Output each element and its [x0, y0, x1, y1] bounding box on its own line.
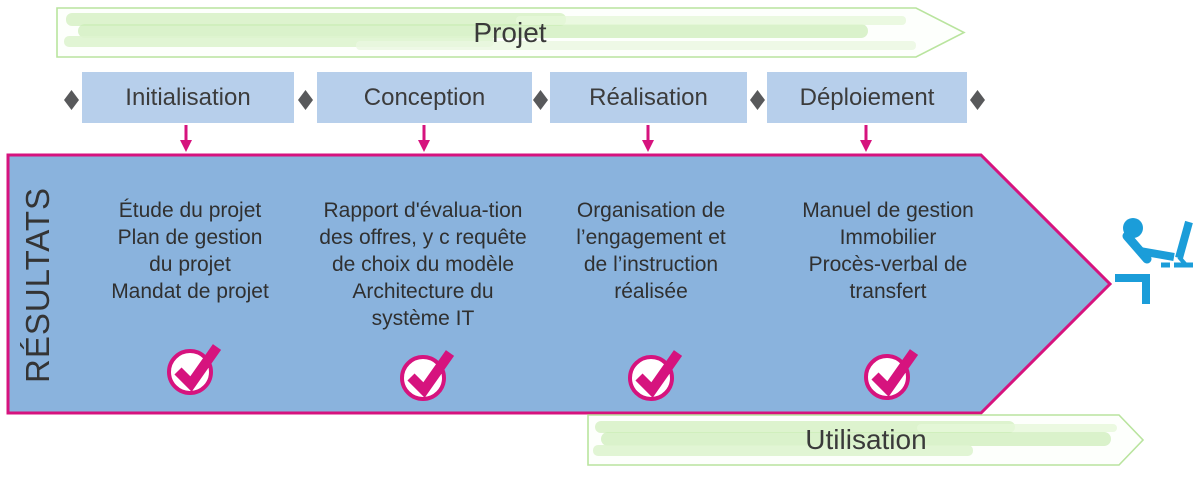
result-line: Organisation de [576, 199, 726, 222]
result-line: Mandat de projet [111, 280, 269, 303]
results-column-realisation: Organisation de l’engagement et de l’ins… [543, 197, 759, 305]
results-column-conception: Rapport d'évalua-tion des offres, y c re… [293, 197, 553, 332]
brush-texture [64, 13, 916, 50]
down-arrow-icon [860, 125, 872, 152]
results-column-initialisation: Étude du projet Plan de gestion du proje… [80, 197, 300, 305]
result-line: système IT [371, 307, 475, 330]
down-arrow-icon [418, 125, 430, 152]
result-line: de l’instruction [583, 253, 719, 276]
result-line: de choix du modèle [331, 253, 515, 276]
check-icon [864, 349, 919, 400]
phase-label: Initialisation [125, 83, 251, 111]
result-line: du projet [149, 253, 231, 276]
result-line: réalisée [614, 280, 688, 303]
diamond-icon [64, 90, 79, 110]
phase-box-conception: Conception [317, 72, 532, 123]
phase-label: Conception [363, 83, 486, 111]
result-line: Architecture du [352, 280, 494, 303]
diamond-icon [298, 90, 313, 110]
result-line: Procès-verbal de [808, 253, 968, 276]
diamond-icon [750, 90, 765, 110]
person-at-computer-icon [1115, 218, 1193, 304]
phase-label: Déploiement [799, 83, 935, 111]
result-line: des offres, y c requête [319, 226, 527, 249]
diamond-icon [533, 90, 548, 110]
check-icon [628, 350, 683, 401]
phase-box-realisation: Réalisation [550, 72, 747, 123]
results-arrow-shape [6, 153, 1113, 415]
brush-texture [593, 421, 1117, 456]
phase-box-initialisation: Initialisation [82, 72, 294, 123]
diamond-icon [970, 90, 985, 110]
phase-box-deploiement: Déploiement [767, 72, 967, 123]
result-line: Plan de gestion [117, 226, 263, 249]
utilisation-arrow-shape [587, 414, 1145, 466]
result-line: Étude du projet [118, 199, 262, 222]
results-axis-label: RÉSULTATS [19, 186, 56, 384]
result-line: Immobilier [839, 226, 937, 249]
result-line: Rapport d'évalua-tion [323, 199, 523, 222]
check-icon [167, 344, 222, 395]
projet-arrow-shape [56, 7, 966, 58]
down-arrow-icon [642, 125, 654, 152]
down-arrow-icon [180, 125, 192, 152]
check-icon [400, 350, 455, 401]
result-line: Manuel de gestion [802, 199, 974, 222]
results-column-deploiement: Manuel de gestion Immobilier Procès-verb… [780, 197, 996, 305]
result-line: l’engagement et [576, 226, 726, 249]
result-line: transfert [849, 280, 927, 303]
phase-label: Réalisation [589, 83, 708, 111]
